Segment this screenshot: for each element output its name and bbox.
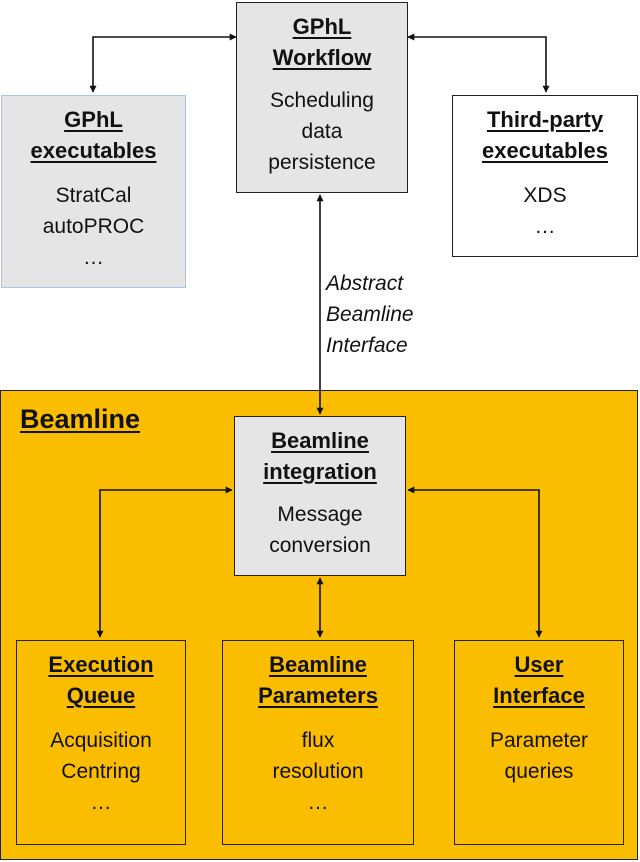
third-party-executables-box: Third-party executables XDS … bbox=[452, 95, 638, 257]
arrow-integration-user-interface bbox=[407, 486, 543, 638]
execution-queue-title: Execution Queue bbox=[48, 652, 154, 708]
gphl-workflow-title: GPhL Workflow bbox=[272, 14, 372, 70]
arrow-integration-queue bbox=[96, 486, 233, 638]
execution-queue-box: Execution Queue Acquisition Centring … bbox=[16, 640, 186, 845]
beamline-parameters-title: Beamline Parameters bbox=[258, 652, 378, 708]
beamline-integration-body: Message conversion bbox=[269, 503, 371, 557]
beamline-parameters-body: flux resolution … bbox=[272, 729, 364, 814]
gphl-executables-box: GPhL executables StratCal autoPROC … bbox=[1, 95, 186, 288]
user-interface-title: User Interface bbox=[493, 652, 585, 708]
user-interface-box: User Interface Parameter queries bbox=[454, 640, 624, 845]
arrow-workflow-third-party bbox=[407, 33, 550, 93]
gphl-workflow-body: Scheduling data persistence bbox=[268, 89, 376, 174]
gphl-executables-body: StratCal autoPROC … bbox=[42, 184, 145, 269]
arrow-workflow-gphl-executables bbox=[89, 33, 237, 93]
gphl-executables-title: GPhL executables bbox=[30, 107, 157, 163]
third-party-executables-body: XDS … bbox=[523, 184, 567, 238]
gphl-workflow-box: GPhL Workflow Scheduling data persistenc… bbox=[236, 2, 408, 193]
beamline-integration-box: Beamline integration Message conversion bbox=[234, 416, 406, 576]
beamline-integration-title: Beamline integration bbox=[263, 428, 377, 484]
beamline-parameters-box: Beamline Parameters flux resolution … bbox=[222, 640, 414, 845]
third-party-executables-title: Third-party executables bbox=[482, 107, 608, 163]
execution-queue-body: Acquisition Centring … bbox=[50, 729, 152, 814]
beamline-label: Beamline bbox=[20, 404, 141, 434]
user-interface-body: Parameter queries bbox=[489, 729, 589, 783]
abstract-beamline-interface-label: Abstract Beamline Interface bbox=[326, 272, 414, 357]
